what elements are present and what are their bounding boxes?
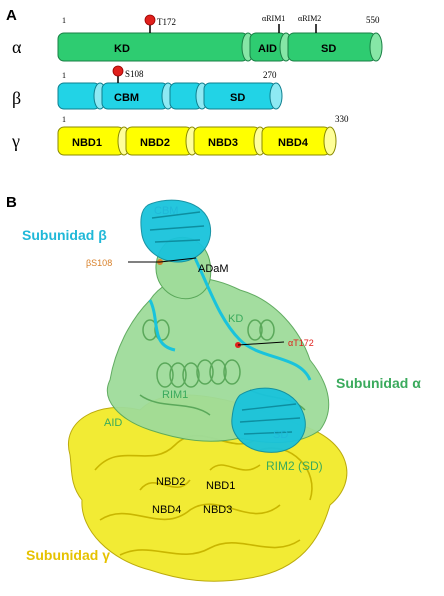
alpha-aid-label: AID bbox=[258, 43, 277, 55]
gamma-nbd2-label: NBD2 bbox=[140, 137, 170, 149]
beta-sheet-strands bbox=[149, 211, 205, 243]
gamma-greek-label: γ bbox=[11, 131, 20, 151]
beta-cbm-label: CBM bbox=[114, 92, 139, 104]
gamma-nbd3-label: NBD3 bbox=[208, 137, 238, 149]
kd-label: KD bbox=[228, 313, 243, 325]
adam-pointer-line bbox=[159, 257, 197, 263]
panel-b-label: B bbox=[6, 194, 17, 211]
subunit-alpha-label: Subunidad α bbox=[336, 375, 421, 391]
at172-label: αT172 bbox=[288, 338, 314, 348]
rim2-sd-label: RIM2 (SD) bbox=[266, 459, 323, 473]
nbd2-label: NBD2 bbox=[156, 476, 185, 488]
beta-sd-strands bbox=[239, 403, 301, 435]
adam-label: ADaM bbox=[198, 263, 229, 275]
gamma-nbd1-label: NBD1 bbox=[72, 137, 102, 149]
rim1-label: RIM1 bbox=[162, 389, 188, 401]
alpha-kd-domain bbox=[57, 32, 249, 62]
at172-pointer-line bbox=[237, 341, 285, 346]
beta-linker-ribbon bbox=[193, 257, 312, 381]
nbd4-label: NBD4 bbox=[152, 504, 181, 516]
alpha-subunit-bar: α 1 550 KD AID SD T172 αRIM1 αRIM2 bbox=[12, 14, 383, 62]
gamma-end-number: 330 bbox=[335, 114, 349, 124]
alpha-sd-cap bbox=[369, 32, 383, 62]
alpha-rim1-label: αRIM1 bbox=[262, 14, 285, 23]
alpha-t172-pin-icon bbox=[144, 14, 156, 26]
alpha-rim2-label: αRIM2 bbox=[298, 14, 321, 23]
alpha-start-number: 1 bbox=[62, 16, 66, 25]
gamma-nbd4-cap bbox=[323, 126, 337, 156]
nbd3-label: NBD3 bbox=[203, 504, 232, 516]
sd-label: SD bbox=[273, 429, 288, 441]
panel-a-label: A bbox=[6, 7, 17, 24]
alpha-kd-label: KD bbox=[114, 43, 130, 55]
beta-cbm-region bbox=[140, 199, 212, 263]
gamma-start-number: 1 bbox=[62, 115, 66, 124]
aid-label: AID bbox=[104, 417, 122, 429]
subunit-beta-label: Subunidad β bbox=[22, 227, 107, 243]
alpha-t172-label: T172 bbox=[157, 17, 176, 27]
beta-end-number: 270 bbox=[263, 70, 277, 80]
subunit-gamma-label: Subunidad γ bbox=[26, 547, 110, 563]
beta-start-number: 1 bbox=[62, 71, 66, 80]
beta-s108-label: S108 bbox=[125, 69, 144, 79]
alpha-greek-label: α bbox=[12, 37, 22, 57]
gamma-subunit-bar: γ 1 330 NBD1 NBD2 NBD3 NBD4 bbox=[11, 114, 349, 156]
ampk-structure-illustration bbox=[68, 199, 348, 582]
alpha-end-number: 550 bbox=[366, 15, 380, 25]
nbd1-label: NBD1 bbox=[206, 480, 235, 492]
cbm-label: CBM bbox=[154, 205, 178, 217]
beta-sd-label: SD bbox=[230, 92, 245, 104]
beta-subunit-bar: β 1 270 CBM SD S108 bbox=[12, 65, 283, 110]
beta-s108-pin-icon bbox=[112, 65, 124, 77]
bs108-label: βS108 bbox=[86, 258, 112, 268]
gamma-nbd4-label: NBD4 bbox=[278, 137, 309, 149]
alpha-sd-label: SD bbox=[321, 43, 336, 55]
beta-ribbon-fragment bbox=[148, 299, 176, 352]
beta-sd-cap bbox=[269, 82, 283, 110]
beta-greek-label: β bbox=[12, 88, 21, 108]
